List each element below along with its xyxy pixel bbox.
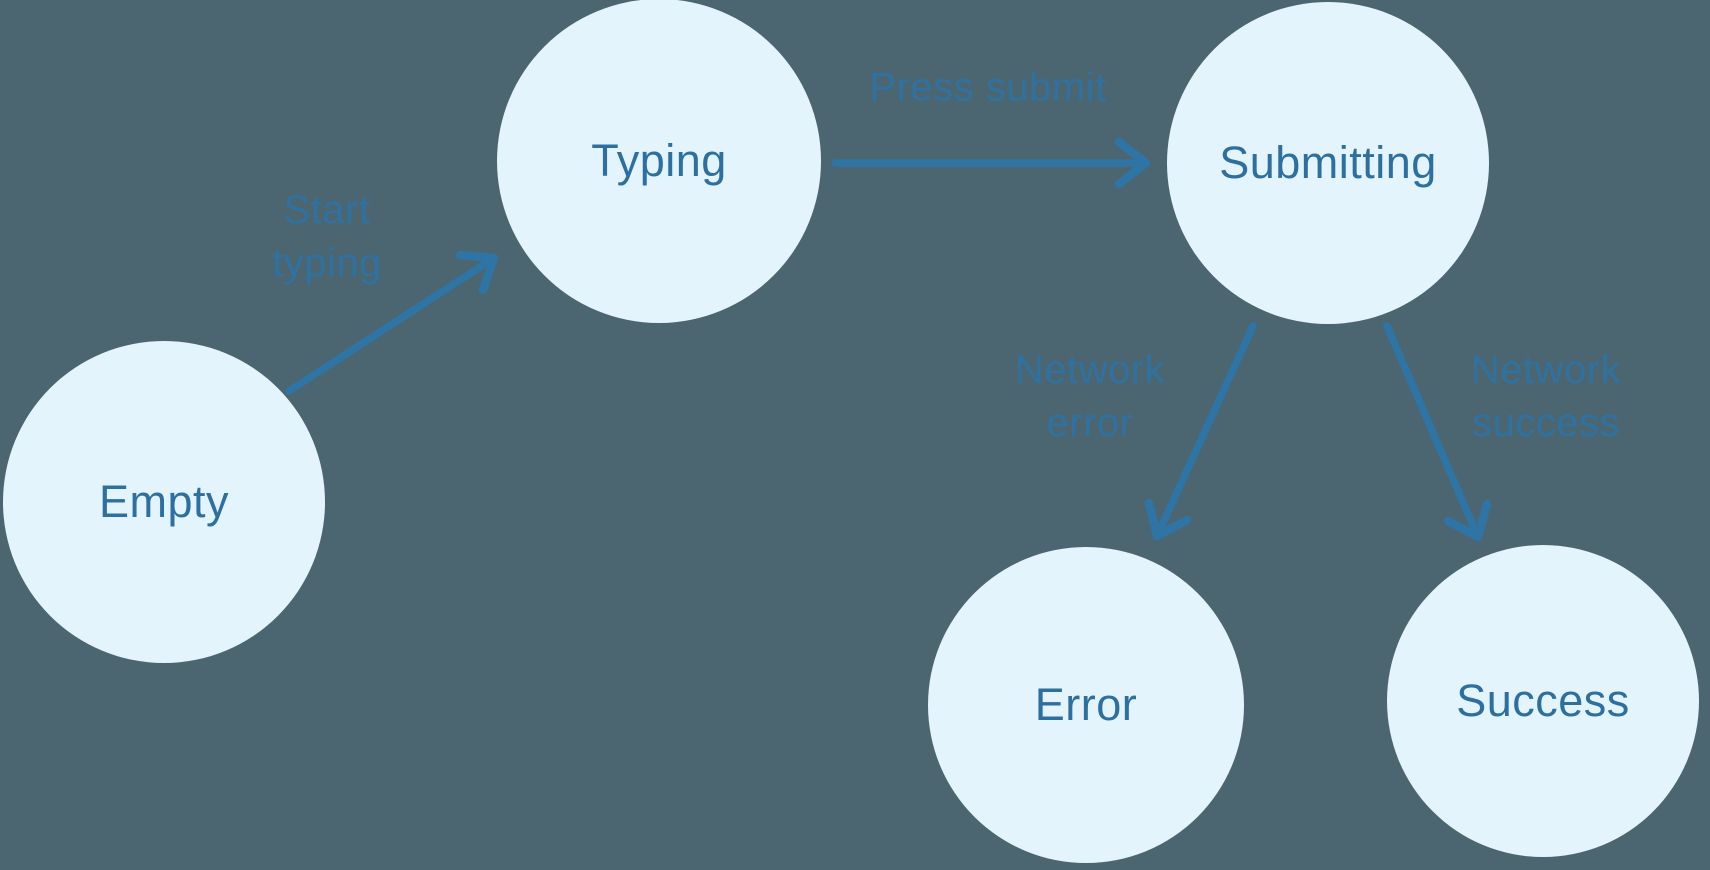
edge-label-network-success: Network success (1471, 344, 1621, 450)
edge-label-network-error: Network error (1015, 344, 1165, 450)
edge-label-line: Start (283, 188, 371, 232)
arrow-typing-to-submitting (831, 137, 1151, 189)
state-node-typing: Typing (497, 0, 821, 323)
edge-label-line: success (1471, 401, 1620, 445)
edge-label-line: typing (272, 241, 382, 285)
state-node-label: Typing (591, 135, 727, 186)
edge-label-line: Network (1470, 348, 1622, 392)
state-node-success: Success (1387, 545, 1699, 857)
state-node-label: Error (1034, 679, 1138, 730)
edge-label-line: error (1046, 401, 1134, 445)
state-node-error: Error (928, 547, 1244, 863)
state-node-label: Success (1456, 675, 1630, 726)
edge-label-line: Network (1014, 348, 1166, 392)
state-node-empty: Empty (3, 341, 325, 663)
state-node-label: Empty (98, 476, 230, 527)
edge-label-start-typing: Start typing (272, 184, 382, 290)
edge-label-line: Press submit (869, 65, 1107, 110)
edge-label-press-submit: Press submit (869, 62, 1106, 115)
state-node-label: Submitting (1219, 137, 1437, 188)
state-node-submitting: Submitting (1167, 2, 1489, 324)
